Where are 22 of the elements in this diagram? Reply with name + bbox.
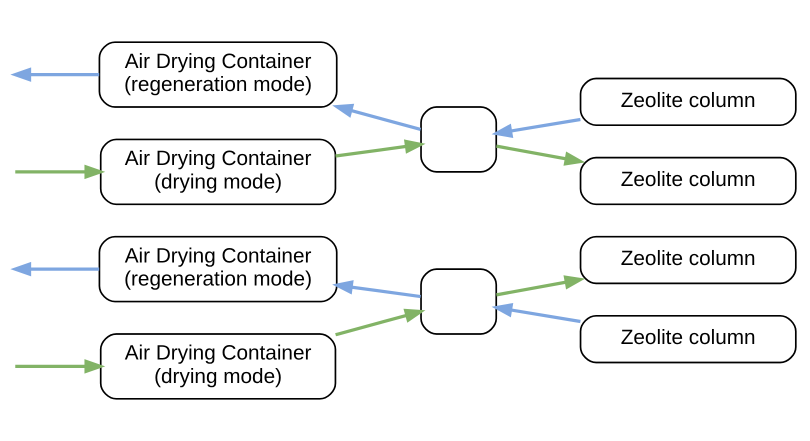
node-box: Air Drying Container (regeneration mode) xyxy=(98,41,338,108)
arrow xyxy=(332,104,422,132)
node-box: Zeolite column xyxy=(580,314,797,364)
node-box: Zeolite column xyxy=(580,236,797,284)
node-box xyxy=(420,106,498,173)
arrow xyxy=(10,262,100,276)
arrow xyxy=(496,144,586,166)
arrow xyxy=(492,303,581,324)
node-box xyxy=(420,268,498,335)
arrow xyxy=(15,164,106,180)
node-box: Air Drying Container (drying mode) xyxy=(100,333,336,400)
arrow xyxy=(492,118,581,138)
node-box: Zeolite column xyxy=(580,156,797,206)
node-box: Zeolite column xyxy=(580,78,797,126)
node-box: Air Drying Container (regeneration mode) xyxy=(98,236,338,302)
arrow xyxy=(10,67,100,82)
arrow xyxy=(335,139,426,158)
arrow xyxy=(15,359,106,374)
arrow xyxy=(335,308,426,336)
arrow xyxy=(332,280,421,298)
arrow xyxy=(496,275,586,296)
node-box: Air Drying Container (drying mode) xyxy=(100,138,336,206)
